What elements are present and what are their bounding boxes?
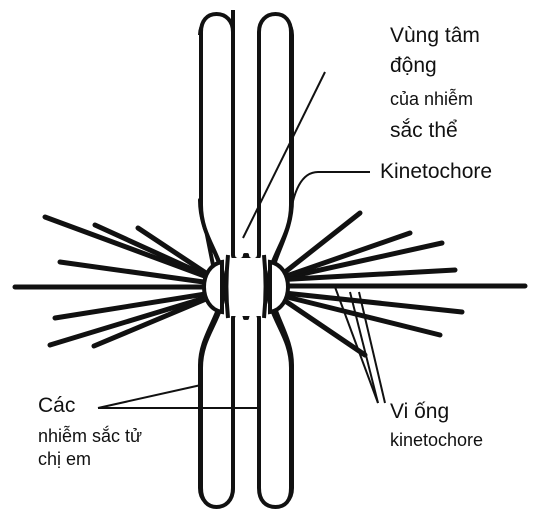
microtubules-right <box>275 213 525 355</box>
label-line: kinetochore <box>390 430 483 450</box>
label-sister-chromatids: Các nhiễm sắc tử chị em <box>38 394 142 469</box>
microtubules-left <box>15 217 218 346</box>
label-line: chị em <box>38 449 91 469</box>
label-line: sắc thể <box>390 119 458 142</box>
label-line: của nhiễm <box>390 88 473 109</box>
centromere-edge-left <box>227 255 229 318</box>
label-line: Vùng tâm <box>390 24 480 47</box>
label-line: Vi ống <box>390 400 449 423</box>
label-centromere: Vùng tâm động của nhiễm sắc thể <box>390 24 480 142</box>
label-kinetochore: Kinetochore <box>380 160 492 183</box>
label-line: động <box>390 54 437 77</box>
centromere-region <box>226 258 266 316</box>
centromere-edge-right <box>264 255 266 318</box>
leader-lines <box>98 72 385 408</box>
label-kinetochore-microtubules: Vi ống kinetochore <box>390 400 483 450</box>
kinetochore-left <box>204 262 222 312</box>
label-line: Các <box>38 394 75 417</box>
microtubule <box>50 294 218 345</box>
sister-chromatid-pointer-left <box>98 385 201 408</box>
microtubule <box>95 225 218 281</box>
label-line: nhiễm sắc tử <box>38 425 142 446</box>
